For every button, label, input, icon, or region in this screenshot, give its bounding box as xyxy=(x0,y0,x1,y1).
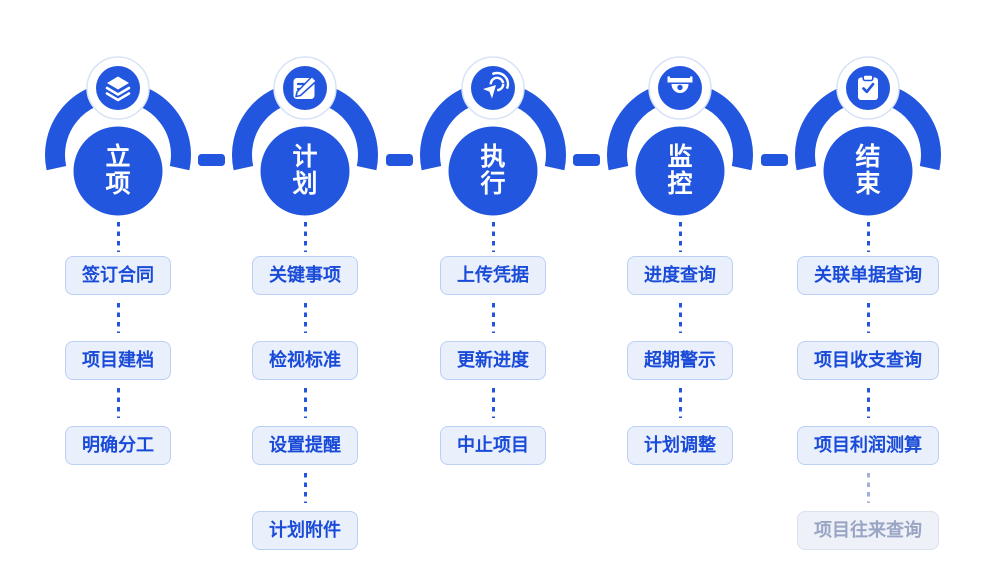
flow-step-box: 关联单据查询 xyxy=(797,256,939,295)
flow-step-box: 中止项目 xyxy=(440,426,546,465)
stage-link-dash xyxy=(761,154,788,166)
stage-execution-graphic xyxy=(420,56,566,216)
stage-execution-header: 执行 xyxy=(413,47,573,219)
flow-step-box: 超期警示 xyxy=(627,341,733,380)
clipboard-check-icon xyxy=(858,74,878,100)
flow-step-box: 明确分工 xyxy=(65,426,171,465)
stage-planning-graphic xyxy=(232,56,378,216)
vertical-dotted-connector xyxy=(678,222,682,252)
flow-step-box: 项目利润测算 xyxy=(797,426,939,465)
stage-link-dash xyxy=(573,154,600,166)
stage-link-dash xyxy=(386,154,413,166)
flow-step-box: 计划附件 xyxy=(252,511,358,550)
vertical-dotted-connector xyxy=(303,473,307,503)
vertical-dotted-connector xyxy=(866,388,870,418)
vertical-dotted-connector xyxy=(678,303,682,333)
vertical-dotted-connector xyxy=(491,388,495,418)
vertical-dotted-connector xyxy=(678,388,682,418)
flow-step-box: 上传凭据 xyxy=(440,256,546,295)
stage-link-dash xyxy=(198,154,225,166)
layers-icon xyxy=(105,76,131,102)
vertical-dotted-connector xyxy=(116,222,120,252)
stage-initiation: 立项 签订合同 项目建档 明确分工 xyxy=(38,0,198,579)
stage-closing-header: 结束 xyxy=(788,47,948,219)
flow-step-box: 更新进度 xyxy=(440,341,546,380)
stage-circle xyxy=(635,126,725,216)
camera-icon xyxy=(667,76,693,93)
stage-circle xyxy=(73,126,163,216)
stage-monitoring: 监控 进度查询 超期警示 计划调整 xyxy=(600,0,760,579)
stage-circle xyxy=(448,126,538,216)
vertical-dotted-connector xyxy=(303,303,307,333)
flow-step-box: 进度查询 xyxy=(627,256,733,295)
stage-execution: 执行 上传凭据 更新进度 中止项目 xyxy=(413,0,573,579)
flow-step-box: 计划调整 xyxy=(627,426,733,465)
vertical-dotted-connector xyxy=(303,388,307,418)
stage-circle xyxy=(823,126,913,216)
flow-step-box: 检视标准 xyxy=(252,341,358,380)
vertical-dotted-connector-muted xyxy=(866,473,870,503)
vertical-dotted-connector xyxy=(303,222,307,252)
stage-circle xyxy=(260,126,350,216)
stage-initiation-graphic xyxy=(45,56,191,216)
edit-note-icon xyxy=(293,75,318,99)
stage-planning: 计划 关键事项 检视标准 设置提醒 计划附件 xyxy=(225,0,385,579)
flow-step-box: 项目收支查询 xyxy=(797,341,939,380)
flow-step-box: 项目建档 xyxy=(65,341,171,380)
click-icon xyxy=(483,71,510,99)
stage-monitoring-header: 监控 xyxy=(600,47,760,219)
flow-step-box: 签订合同 xyxy=(65,256,171,295)
vertical-dotted-connector xyxy=(866,303,870,333)
flow-step-box: 设置提醒 xyxy=(252,426,358,465)
stage-closing-graphic xyxy=(795,56,941,216)
vertical-dotted-connector xyxy=(491,222,495,252)
stage-planning-header: 计划 xyxy=(225,47,385,219)
vertical-dotted-connector xyxy=(116,388,120,418)
stage-initiation-header: 立项 xyxy=(38,47,198,219)
flow-step-box-disabled: 项目往来查询 xyxy=(797,511,939,550)
flow-step-box: 关键事项 xyxy=(252,256,358,295)
vertical-dotted-connector xyxy=(116,303,120,333)
vertical-dotted-connector xyxy=(866,222,870,252)
stage-monitoring-graphic xyxy=(607,56,753,216)
stage-closing: 结束 关联单据查询 项目收支查询 项目利润测算 项目往来查询 xyxy=(788,0,948,579)
vertical-dotted-connector xyxy=(491,303,495,333)
